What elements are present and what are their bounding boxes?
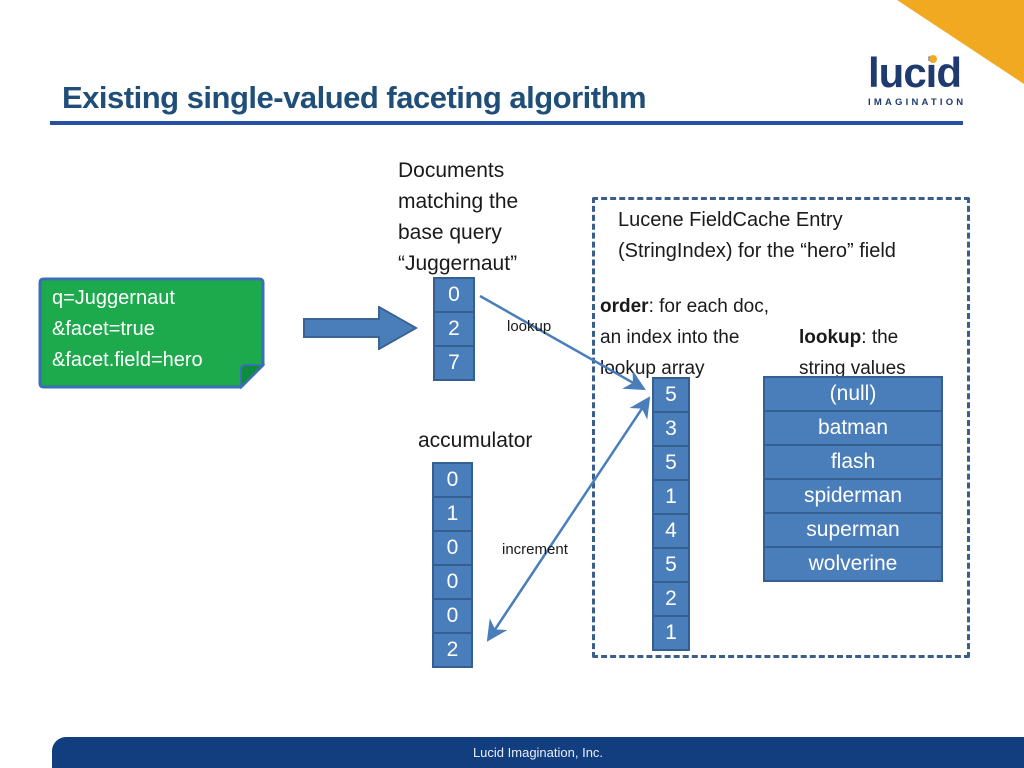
accumulator-column: 0 1 0 0 0 2 [432,462,473,668]
lookup-cell: (null) [763,376,943,412]
flow-arrow-icon [303,306,418,350]
document-cell: 7 [433,345,475,381]
page-title: Existing single-valued faceting algorith… [62,80,647,115]
documents-column: 0 2 7 [433,277,475,381]
query-line: q=Juggernaut [52,287,175,309]
fieldcache-title: Lucene FieldCache Entry (StringIndex) fo… [618,209,896,262]
order-cell: 1 [652,615,690,651]
lookup-column: (null) batman flash spiderman superman w… [763,376,943,582]
note-shape [38,277,266,390]
order-cell: 5 [652,445,690,481]
accumulator-cell: 2 [432,632,473,668]
order-cell: 3 [652,411,690,447]
lookup-desc-text: : the string values [799,327,906,379]
accumulator-cell: 0 [432,564,473,600]
footer-bar: Lucid Imagination, Inc. [52,737,1024,768]
query-note-text: q=Juggernaut &facet=true &facet.field=he… [52,283,203,376]
increment-arrow-label: increment [502,541,568,558]
documents-label: Documents matching the base query “Jugge… [398,159,519,275]
logo-accent-dot [929,55,937,63]
lookup-cell: wolverine [763,546,943,582]
footer-text: Lucid Imagination, Inc. [472,745,604,760]
query-line: &facet.field=hero [52,349,203,371]
accumulator-cell: 0 [432,462,473,498]
lookup-arrow-label: lookup [507,318,552,335]
order-description: order: for each doc, an index into the l… [600,291,772,384]
order-column: 5 3 5 1 4 5 2 1 [652,377,690,651]
accumulator-cell: 0 [432,598,473,634]
lucid-logo: lucid IMAGINATION [868,52,978,112]
lookup-cell: superman [763,512,943,548]
accumulator-label: accumulator [418,429,533,452]
lookup-cell: spiderman [763,478,943,514]
lookup-cell: flash [763,444,943,480]
order-cell: 1 [652,479,690,515]
order-term: order [600,296,649,317]
document-cell: 0 [433,277,475,313]
order-cell: 5 [652,377,690,413]
title-divider [50,121,963,125]
query-line: &facet=true [52,318,155,340]
document-cell: 2 [433,311,475,347]
lookup-cell: batman [763,410,943,446]
order-cell: 5 [652,547,690,583]
query-note: q=Juggernaut &facet=true &facet.field=he… [38,277,266,390]
logo-word-text: lucid [868,49,962,96]
lookup-term: lookup [799,327,862,348]
logo-wordmark: lucid [868,52,978,94]
order-cell: 2 [652,581,690,617]
lookup-description: lookup: the string values [799,322,937,384]
logo-subtext: IMAGINATION [868,97,967,108]
order-cell: 4 [652,513,690,549]
accumulator-cell: 0 [432,530,473,566]
accumulator-cell: 1 [432,496,473,532]
